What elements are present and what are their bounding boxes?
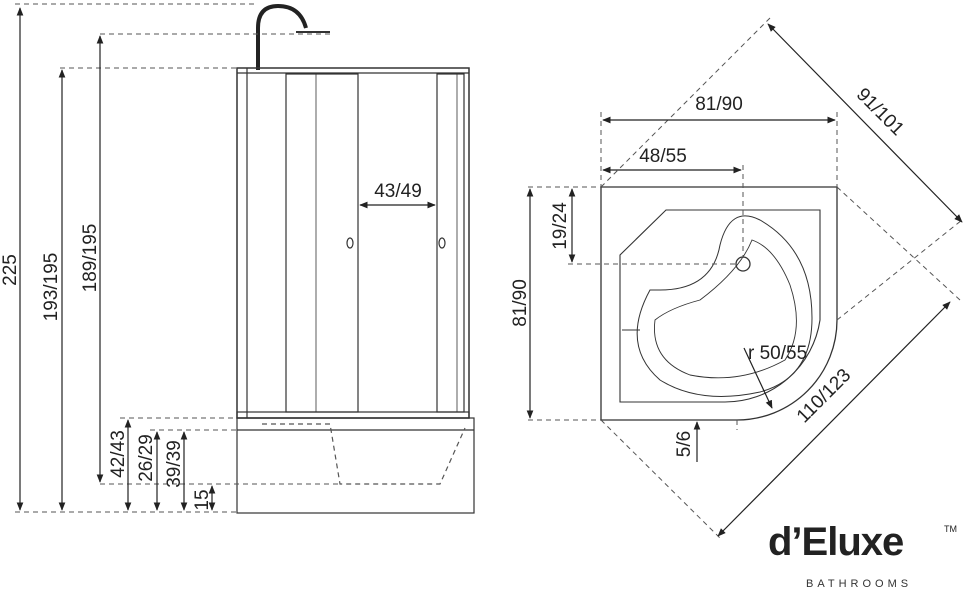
label-door-opening: 43/49	[374, 181, 422, 202]
brand-name: d’Eluxe	[768, 520, 904, 564]
label-height-cabin: 193/195	[41, 253, 62, 322]
label-tray-height-3: 39/39	[164, 440, 185, 488]
label-depth: 81/90	[510, 279, 531, 327]
tray-inner	[262, 423, 466, 485]
label-diagonal: 91/101	[852, 84, 908, 140]
label-width: 81/90	[695, 94, 743, 115]
label-drain-x: 48/55	[639, 146, 687, 167]
label-height-panel: 189/195	[80, 224, 101, 293]
front-labels: 225 193/195 189/195 42/43 26/29 39/39 15…	[0, 181, 422, 511]
label-tray-height-1: 42/43	[108, 430, 129, 478]
brand-logo: d’Eluxe TM BATHROOMS	[768, 520, 968, 600]
right-door-panel	[436, 73, 465, 413]
label-drain-y: 19/24	[550, 202, 571, 250]
left-handle	[346, 237, 354, 249]
label-step: 5/6	[674, 431, 695, 457]
shower-tray	[236, 417, 475, 514]
front-view	[15, 3, 475, 514]
right-handle	[438, 237, 446, 249]
top-view	[526, 17, 963, 539]
label-tray-base: 15	[192, 489, 213, 510]
brand-trademark: TM	[944, 524, 957, 534]
tray-bowl	[619, 209, 821, 403]
shower-pipe	[256, 3, 308, 70]
brand-subtitle: BATHROOMS	[806, 578, 913, 590]
label-tray-height-2: 26/29	[136, 434, 157, 482]
basin-contour	[636, 215, 813, 397]
label-radius: r 50/55	[748, 343, 807, 364]
tray-outline	[600, 186, 838, 421]
label-height-total: 225	[0, 254, 21, 286]
